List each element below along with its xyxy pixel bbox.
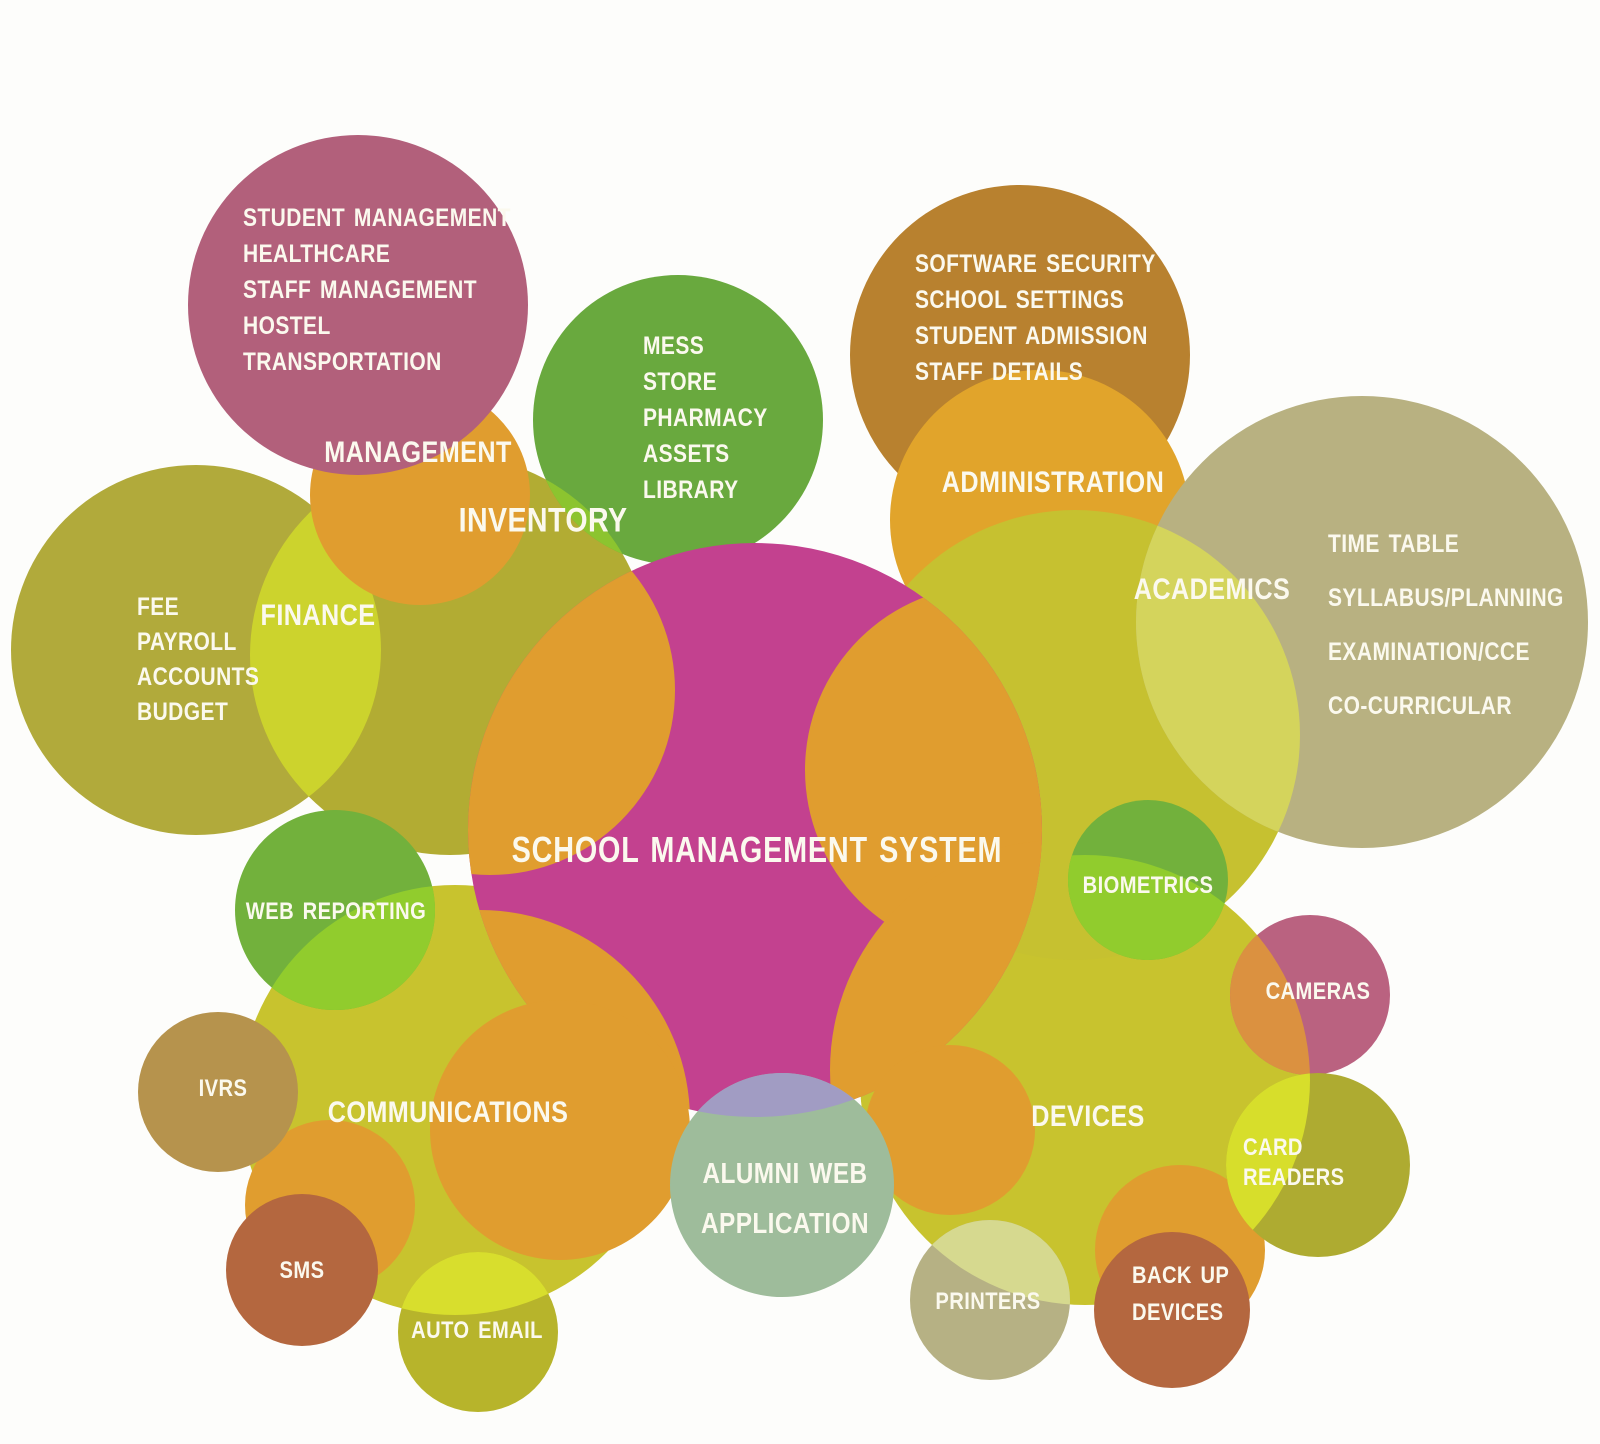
backup-line2: DEVICES: [1132, 1299, 1224, 1326]
list-item: MESS: [643, 332, 705, 360]
card-readers-label: CARD READERS: [1243, 1133, 1345, 1193]
cameras-label: CAMERAS: [1265, 978, 1371, 1005]
backup-circle: [1094, 1232, 1250, 1388]
list-item: STAFF DETAILS: [915, 358, 1084, 386]
finance-label: FINANCE: [260, 599, 376, 632]
list-item: STAFF MANAGEMENT: [243, 276, 478, 304]
card-readers-line2: READERS: [1243, 1164, 1345, 1191]
list-item: PAYROLL: [137, 628, 237, 656]
biometrics-label: BIOMETRICS: [1082, 872, 1214, 899]
backup-devices-label: BACK UP DEVICES: [1132, 1257, 1229, 1331]
list-item: FEE: [137, 593, 180, 621]
ivrs-circle: [138, 1012, 298, 1172]
orange-patch-bottom-right: [865, 1045, 1035, 1215]
list-item: LIBRARY: [643, 476, 739, 504]
inventory-circle: [533, 275, 823, 565]
alumni-line2: APPLICATION: [701, 1208, 869, 1240]
management-items-list: STUDENT MANAGEMENT HEALTHCARE STAFF MANA…: [243, 200, 511, 380]
list-item: TIME TABLE: [1328, 530, 1460, 558]
academics-label: ACADEMICS: [1133, 573, 1291, 606]
finance-items-list: FEE PAYROLL ACCOUNTS BUDGET: [137, 590, 259, 730]
page-title: SCHOOL MANAGEMENT SYSTEM: [511, 829, 1003, 870]
administration-label: ADMINISTRATION: [941, 466, 1165, 499]
printers-label: PRINTERS: [935, 1288, 1041, 1315]
alumni-line1: ALUMNI WEB: [702, 1158, 868, 1190]
list-item: TRANSPORTATION: [243, 348, 442, 376]
alumni-label: ALUMNI WEB APPLICATION: [701, 1149, 869, 1249]
auto-email-overlap-lens: [398, 1252, 558, 1315]
ivrs-label: IVRS: [198, 1075, 248, 1102]
list-item: ASSETS: [643, 440, 730, 468]
orange-patch-bottom-left: [430, 1000, 690, 1260]
list-item: HEALTHCARE: [243, 240, 391, 268]
academics-items-list: TIME TABLE SYLLABUS/PLANNING EXAMINATION…: [1328, 517, 1564, 733]
list-item: STORE: [643, 368, 718, 396]
alumni-circle: [670, 1073, 894, 1297]
list-item: HOSTEL: [243, 312, 331, 340]
list-item: SCHOOL SETTINGS: [915, 286, 1125, 314]
management-items-circle: [188, 135, 528, 475]
center-petal-bottom-right: [830, 840, 1042, 1117]
communications-label: COMMUNICATIONS: [327, 1096, 569, 1129]
list-item: BUDGET: [137, 698, 229, 726]
inventory-items-list: MESS STORE PHARMACY ASSETS LIBRARY: [643, 328, 768, 508]
list-item: STUDENT ADMISSION: [915, 322, 1148, 350]
management-label: MANAGEMENT: [324, 436, 512, 469]
biometrics-overlap-lens: [1068, 855, 1228, 960]
inventory-label: INVENTORY: [458, 501, 628, 540]
administration-items-list: SOFTWARE SECURITY SCHOOL SETTINGS STUDEN…: [915, 246, 1156, 390]
card-readers-line1: CARD: [1243, 1134, 1303, 1161]
sms-label: SMS: [279, 1257, 325, 1284]
list-item: EXAMINATION/CCE: [1328, 638, 1530, 666]
list-item: SYLLABUS/PLANNING: [1328, 584, 1564, 612]
list-item: PHARMACY: [643, 404, 768, 432]
auto-email-label: AUTO EMAIL: [411, 1317, 543, 1344]
devices-label: DEVICES: [1031, 1100, 1145, 1133]
sms-circle: [226, 1194, 378, 1346]
list-item: ACCOUNTS: [137, 663, 260, 691]
cameras-overlap-lens: [1230, 915, 1310, 1075]
list-item: STUDENT MANAGEMENT: [243, 204, 511, 232]
list-item: SOFTWARE SECURITY: [915, 250, 1156, 278]
backup-line1: BACK UP: [1132, 1262, 1230, 1289]
web-reporting-label: WEB REPORTING: [245, 898, 427, 925]
center-petal-top-right: [805, 585, 1042, 955]
list-item: CO-CURRICULAR: [1328, 692, 1512, 720]
